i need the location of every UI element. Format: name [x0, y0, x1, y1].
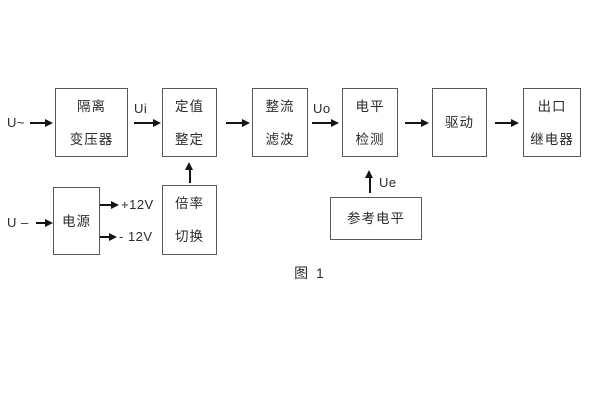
block-label: 变压器 — [69, 131, 114, 147]
arrow-plus12v — [100, 201, 119, 208]
block-level-detect: 电平 检测 — [342, 88, 398, 157]
arrow-ratio-to-setting — [186, 162, 193, 183]
label-signal-uo: Uo — [313, 101, 331, 116]
block-rectifier-filter: 整流 滤波 — [252, 88, 308, 157]
label-signal-ue: Ue — [379, 175, 397, 190]
label-minus12v: - 12V — [119, 229, 153, 244]
arrow-drive-to-relay — [495, 119, 519, 126]
block-label: 出口 — [537, 98, 567, 114]
arrow-reference-to-level — [366, 170, 373, 193]
arrow-input-ac — [30, 119, 53, 126]
block-label: 参考电平 — [347, 211, 405, 226]
arrow-rectifier-to-level — [312, 119, 339, 126]
block-label: 隔离 — [77, 98, 106, 114]
block-label: 倍率 — [175, 196, 204, 211]
block-ratio-switch: 倍率 切换 — [162, 185, 217, 255]
block-reference-level: 参考电平 — [330, 197, 422, 240]
block-label: 整定 — [175, 131, 204, 147]
label-plus12v: +12V — [121, 197, 154, 212]
block-label: 电源 — [62, 213, 91, 229]
arrow-input-dc — [36, 219, 53, 226]
arrow-minus12v — [100, 233, 117, 240]
block-label: 继电器 — [530, 131, 574, 147]
block-label: 切换 — [175, 229, 204, 244]
block-label: 滤波 — [265, 131, 295, 147]
label-input-ac: U~ — [7, 115, 25, 130]
label-signal-ui: Ui — [134, 101, 148, 116]
arrow-setting-to-rectifier — [226, 119, 250, 126]
block-label: 定值 — [175, 98, 204, 114]
block-isolation-transformer: 隔离 变压器 — [55, 88, 128, 157]
arrow-level-to-drive — [405, 119, 429, 126]
block-label: 电平 — [355, 98, 385, 114]
block-drive: 驱动 — [432, 88, 487, 157]
block-setting-adjust: 定值 整定 — [162, 88, 217, 157]
figure-caption: 图 1 — [294, 265, 326, 281]
label-input-dc: U – — [7, 215, 29, 230]
block-label: 驱动 — [445, 115, 474, 130]
arrow-transformer-to-setting — [134, 119, 161, 126]
block-power-supply: 电源 — [53, 187, 100, 255]
block-label: 整流 — [265, 98, 295, 114]
block-label: 检测 — [355, 131, 385, 147]
block-output-relay: 出口 继电器 — [523, 88, 581, 157]
